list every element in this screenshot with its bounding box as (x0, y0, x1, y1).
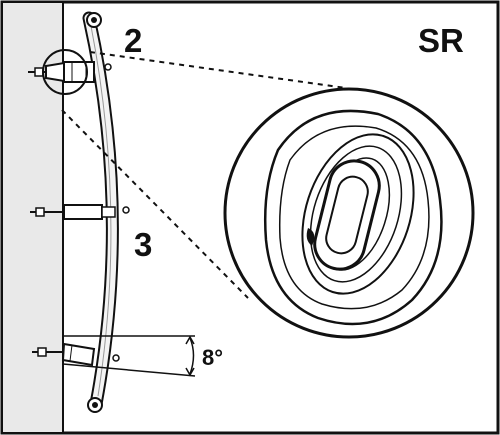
middle-mounting-pin (30, 204, 130, 220)
step-3-label: 3 (134, 226, 152, 263)
detail-view-circle (223, 87, 475, 339)
detail-leader-lines (61, 51, 347, 299)
tilt-angle-label: 8° (202, 345, 223, 370)
bottom-mounting-pin (32, 342, 120, 367)
tilt-angle-indicator (62, 335, 196, 377)
angle-arc-icon (189, 337, 195, 375)
step-2-label: 2 (124, 22, 142, 59)
side-marker-label: SR (418, 22, 464, 59)
top-screw-hole (86, 12, 102, 28)
bottom-screw-hole (87, 397, 103, 413)
detail-selection-circle (42, 49, 88, 95)
